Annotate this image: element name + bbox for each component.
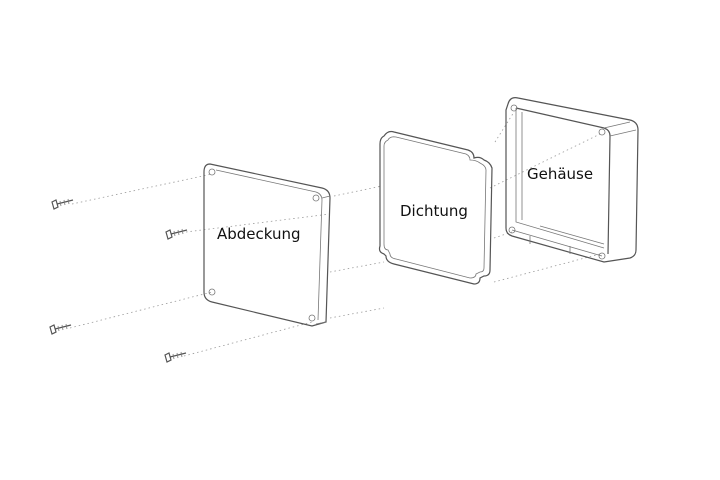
screw-icon: [51, 198, 74, 210]
screw-icon: [164, 351, 187, 363]
assembly-guide-lines: [69, 111, 601, 357]
screw-icon: [165, 228, 188, 240]
housing-label: Gehäuse: [527, 165, 593, 183]
cover-label: Abdeckung: [217, 225, 301, 243]
cover-part: [203, 163, 331, 327]
gasket-label: Dichtung: [400, 202, 468, 220]
housing-part: [505, 97, 639, 263]
gasket-part: [378, 130, 493, 285]
screw-icon: [49, 323, 72, 335]
